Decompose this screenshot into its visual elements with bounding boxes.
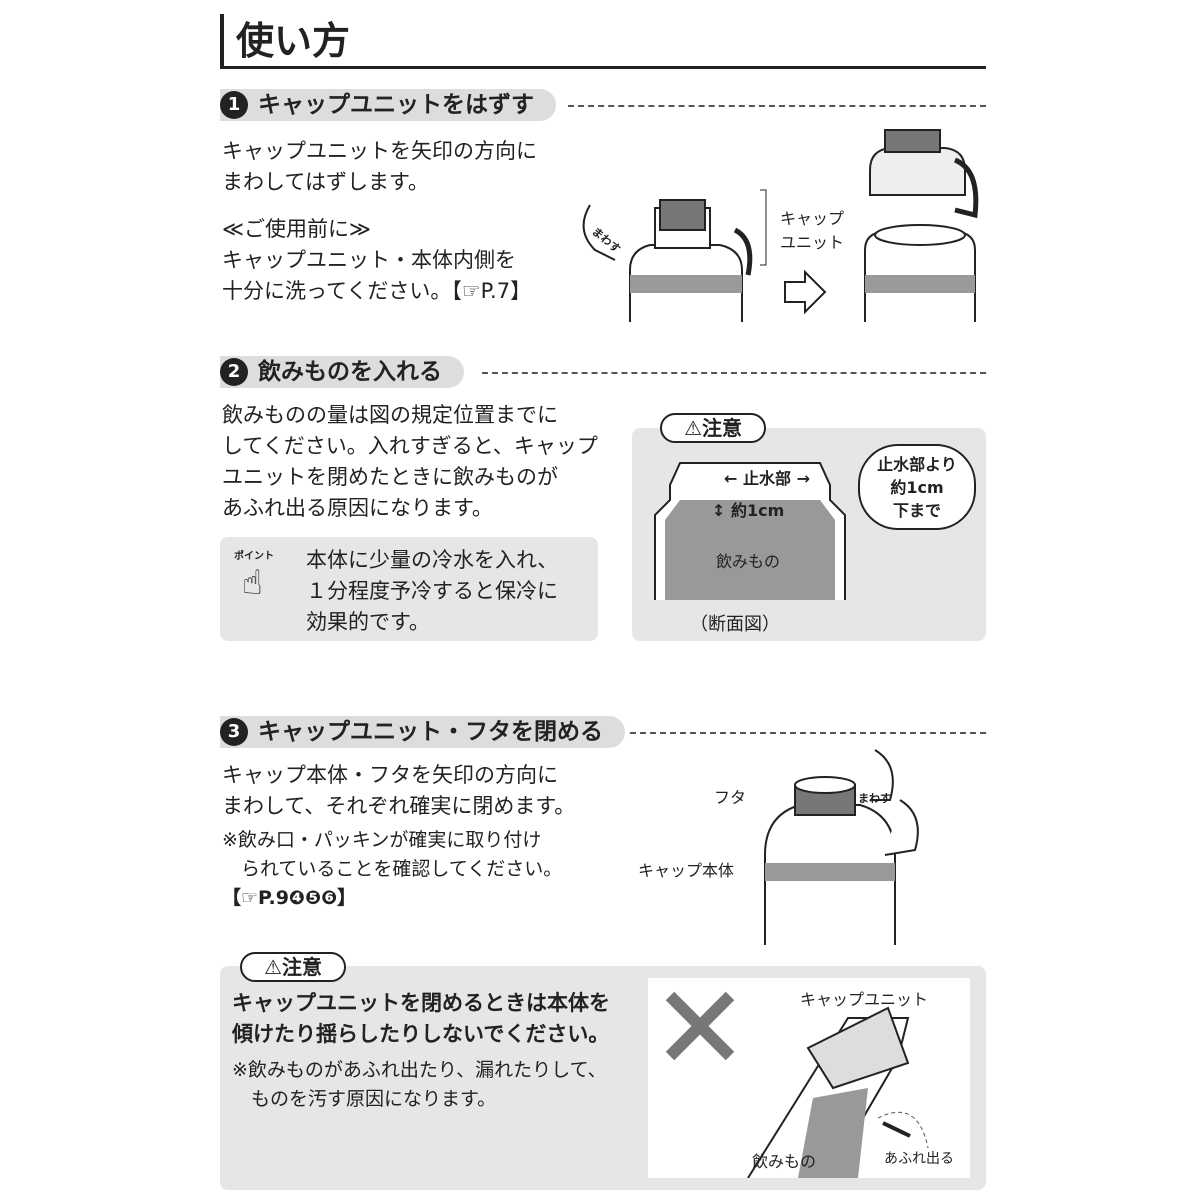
step-heading-text: 飲みものを入れる xyxy=(258,359,442,385)
text-line: 十分に洗ってください。【☞P.7】 xyxy=(222,279,532,303)
tip-text: 本体に少量の冷水を入れ、１分程度予冷すると保冷に効果的です。 xyxy=(306,548,559,634)
stop-label: ← 止水部 → xyxy=(724,469,810,488)
caution-badge: ⚠注意 xyxy=(240,952,346,982)
lid-label: フタ xyxy=(714,788,747,807)
warning-icon: ⚠ xyxy=(264,955,282,979)
step-heading-text: キャップユニットをはずす xyxy=(258,92,534,118)
step-number: 1 xyxy=(220,91,248,119)
cross-section-diagram xyxy=(654,462,846,600)
divider xyxy=(568,105,986,107)
caution-bold-text: キャップユニットを閉めるときは本体を傾けたり揺らしたりしないでください。 xyxy=(232,991,610,1046)
divider xyxy=(482,372,986,374)
drink-label: 飲みもの xyxy=(716,552,781,571)
title-rule xyxy=(220,66,986,69)
step-heading-text: キャップユニット・フタを閉める xyxy=(258,719,603,745)
caution-text: ※飲みものがあふれ出たり、漏れたりして、 ものを汚す原因になります。 xyxy=(232,1059,607,1110)
caption: （断面図） xyxy=(690,614,780,635)
text-line: キャップユニット・本体内側を xyxy=(222,248,516,272)
text-line: あふれ出る原因になります。 xyxy=(222,496,493,520)
caution-badge: ⚠注意 xyxy=(660,413,766,443)
overflow-label: あふれ出る xyxy=(884,1151,954,1167)
drink-label: 飲みもの xyxy=(752,1152,817,1171)
text-line: まわしてはずします。 xyxy=(222,170,429,194)
tip-box: ポイント ☝ 本体に少量の冷水を入れ、１分程度予冷すると保冷に効果的です。 xyxy=(220,537,598,641)
text-line: してください。入れすぎると、キャップ xyxy=(222,434,598,458)
caution-illustration: キャップユニット 飲みもの あふれ出る xyxy=(648,978,970,1178)
text-line: 飲みものの量は図の規定位置までに xyxy=(222,403,558,427)
step-3-text: キャップ本体・フタを矢印の方向にまわして、それぞれ確実に閉めます。 xyxy=(222,763,576,818)
text-line: キャップユニットを矢印の方向に xyxy=(222,139,537,163)
step-3-heading: 3 キャップユニット・フタを閉める xyxy=(220,716,625,748)
divider xyxy=(630,732,986,734)
cap-unit-label: キャップユニット xyxy=(780,209,845,252)
step-2-heading: 2 飲みものを入れる xyxy=(220,356,464,388)
step-2-text: 飲みものの量は図の規定位置までに してください。入れすぎると、キャップ ユニット… xyxy=(222,400,598,524)
tip-badge: ポイント xyxy=(234,551,274,562)
cap-body-label: キャップ本体 xyxy=(638,861,735,880)
about-label: ↕ 約1cm xyxy=(712,501,785,520)
note-title: ≪ご使用前に≫ xyxy=(222,217,371,241)
pointing-hand-icon: ☝ xyxy=(242,563,263,603)
warning-icon: ⚠ xyxy=(684,416,702,440)
text-line: ユニットを閉めたときに飲みものが xyxy=(222,465,558,489)
turn-label: まわす xyxy=(858,792,891,805)
page-title: 使い方 xyxy=(220,14,350,68)
cap-unit-label: キャップユニット xyxy=(800,990,929,1009)
step-1-text: キャップユニットを矢印の方向に まわしてはずします。 ≪ご使用前に≫ キャップユ… xyxy=(222,136,537,307)
step-number: 3 xyxy=(220,718,248,746)
step-1-heading: 1 キャップユニットをはずす xyxy=(220,89,556,121)
step-number: 2 xyxy=(220,358,248,386)
cap-removal-illustration xyxy=(582,129,979,322)
step-3-note: ※飲み口・パッキンが確実に取り付け られていることを確認してください。【☞P.9… xyxy=(222,829,563,909)
cap-close-illustration xyxy=(764,749,919,945)
